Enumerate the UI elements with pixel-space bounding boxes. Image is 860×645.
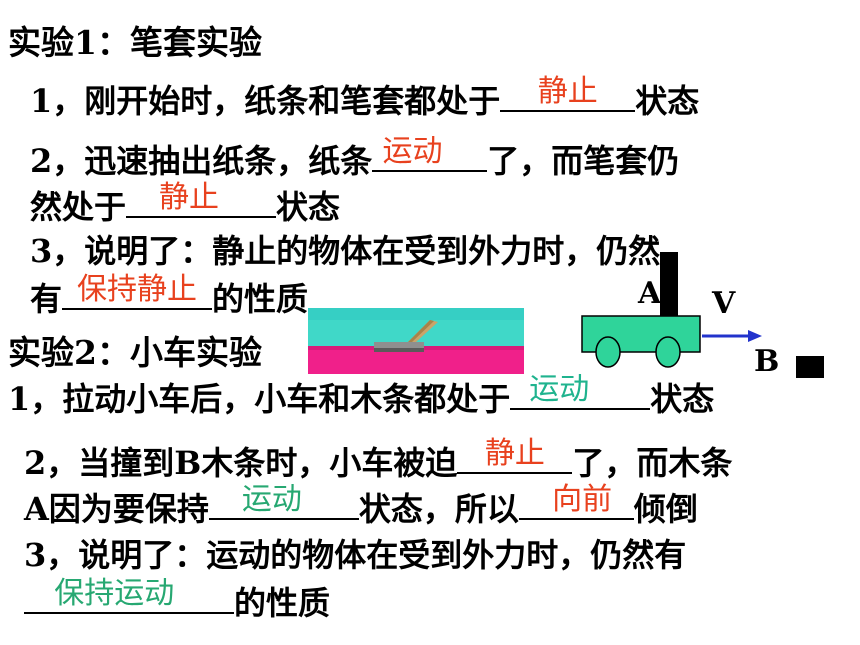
exp2-q1-post: 状态 — [650, 380, 715, 418]
cart-wheel-left — [595, 336, 621, 368]
label-a: A — [638, 276, 662, 311]
exp1-q2b: 然处于静止 状态 — [30, 182, 341, 227]
exp2-q2b-blank1: 运动 — [208, 484, 359, 520]
cart-diagram: A V B — [570, 246, 830, 386]
exp1-q3b-blank: 保持静止 — [62, 274, 213, 310]
exp2-q2-blank: 静止 — [457, 438, 573, 474]
exp2-q2b-answer: 运动 — [241, 482, 302, 517]
exp2-q2b-post: 倾倒 — [633, 490, 698, 528]
label-b: B — [754, 344, 780, 379]
exp1-q1-blank: 静止 — [500, 76, 636, 112]
exp1-q2-blank: 运动 — [372, 136, 488, 172]
exp2-q2-post: 了，而木条 — [572, 444, 733, 482]
exp2-q2b-answer2: 向前 — [552, 482, 613, 517]
cart-body — [581, 315, 701, 353]
exp2-q3: 3，说明了：运动的物体在受到外力时，仍然有 — [24, 536, 687, 574]
exp1-q2b-blank: 静止 — [126, 182, 277, 218]
exp2-q3b: 保持运动 的性质 — [24, 578, 331, 622]
exp2-q2-pre: 2，当撞到B木条时，小车被迫 — [24, 444, 458, 482]
exp1-q3b-pre: 有 — [30, 280, 63, 318]
exp1-q3: 3，说明了：静止的物体在受到外力时，仍然 — [30, 232, 661, 270]
exp1-q3b: 有保持静止的性质 — [30, 274, 309, 319]
exp1-q2b-post: 状态 — [276, 188, 341, 226]
label-v: V — [712, 286, 736, 321]
block-b — [796, 356, 824, 378]
exp2-q2b-pre: A因为要保持 — [24, 490, 209, 528]
exp1-q1-pre: 1，刚开始时，纸条和笔套都处于 — [30, 82, 501, 120]
exp2-q2b: A因为要保持运动 状态，所以向前倾倒 — [24, 484, 698, 529]
exp2-q3b-answer: 保持运动 — [54, 576, 175, 611]
exp2-q3b-blank: 保持运动 — [24, 578, 234, 614]
exp1-q2: 2，迅速抽出纸条，纸条运动 了，而笔套仍 — [30, 136, 680, 181]
cart-wheel-right — [655, 336, 681, 368]
exp2-title: 实验2：小车实验 — [8, 333, 262, 372]
exp1-q3b-answer: 保持静止 — [77, 272, 198, 307]
exp1-q2-answer: 运动 — [382, 134, 443, 169]
exp1-q1-answer: 静止 — [537, 74, 598, 109]
velocity-arrow-head — [748, 330, 762, 342]
exp1-q3b-post: 的性质 — [212, 280, 309, 318]
exp2-q3b-post: 的性质 — [234, 584, 331, 622]
exp1-title: 实验1：笔套实验 — [8, 23, 262, 62]
exp2-q2: 2，当撞到B木条时，小车被迫静止了，而木条 — [24, 438, 733, 483]
exp2-q2-answer: 静止 — [484, 436, 545, 471]
block-a — [660, 252, 678, 316]
exp2-q2b-mid: 状态，所以 — [358, 490, 519, 528]
exp2-q1-answer: 运动 — [529, 372, 590, 407]
exp2-q1-pre: 1，拉动小车后，小车和木条都处于 — [8, 380, 511, 418]
exp1-q2-pre: 2，迅速抽出纸条，纸条 — [30, 142, 373, 180]
exp1-q2-post: 了，而笔套仍 — [487, 142, 680, 180]
exp1-q2b-pre: 然处于 — [30, 188, 127, 226]
cart-diagram-svg — [581, 252, 824, 378]
exp2-q1-blank: 运动 — [510, 374, 651, 410]
exp1-q1: 1，刚开始时，纸条和笔套都处于 静止 状态 — [30, 76, 700, 121]
exp1-q2b-answer: 静止 — [159, 180, 220, 215]
exp2-q2b-blank2: 向前 — [518, 484, 634, 520]
experiment-photo — [308, 308, 524, 374]
exp1-q1-post: 状态 — [635, 82, 700, 120]
exp2-q1: 1，拉动小车后，小车和木条都处于运动 状态 — [8, 374, 715, 419]
